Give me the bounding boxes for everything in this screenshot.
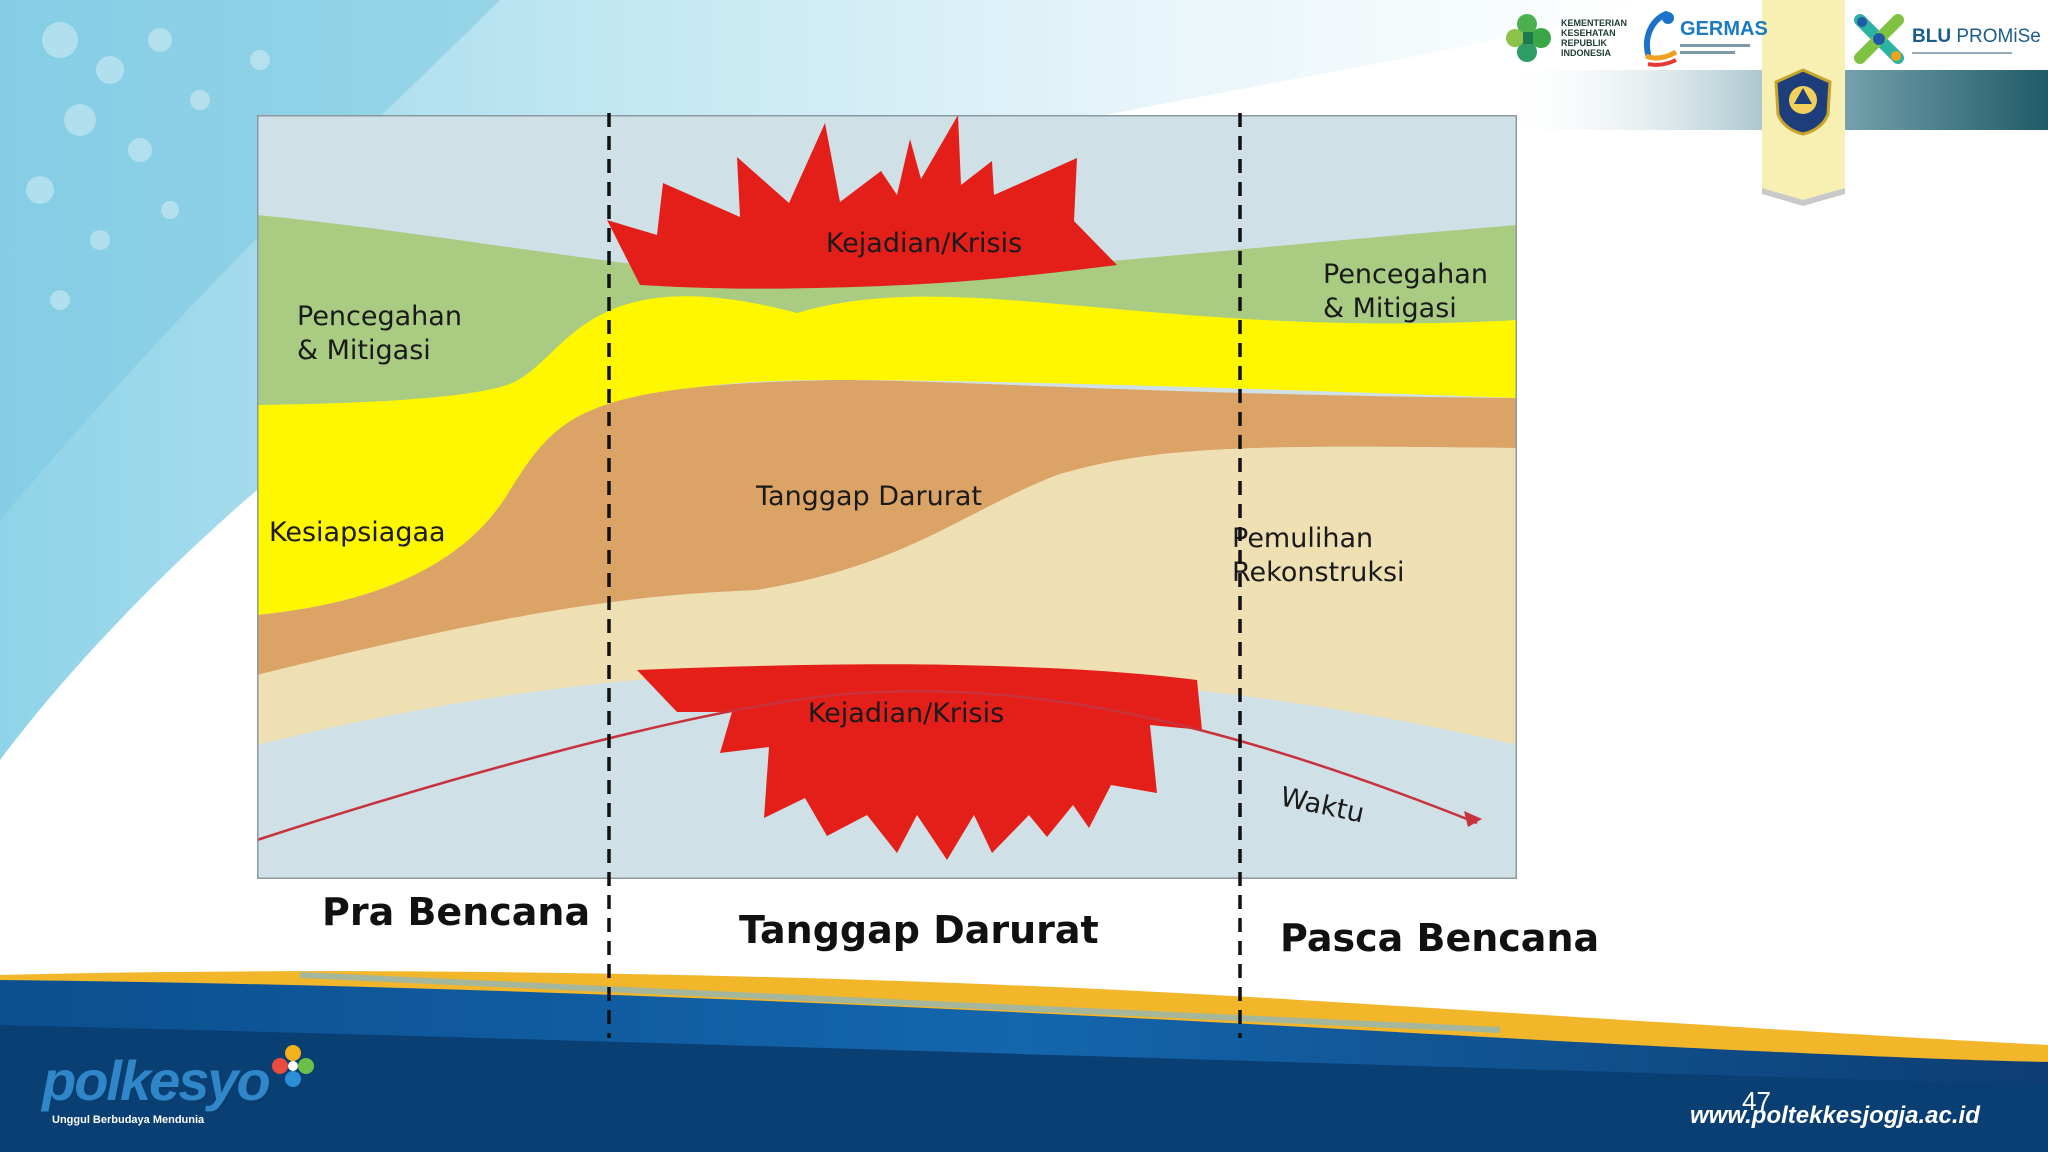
prevention-left-label-line2: & Mitigasi	[297, 335, 431, 366]
promise-cross-icon	[1854, 14, 1904, 64]
crisis-top-label: Kejadian/Krisis	[826, 228, 1022, 259]
divider-pre-response	[607, 113, 611, 1038]
polkesyo-flower-icon	[272, 1045, 314, 1087]
kemenkes-line-3: REPUBLIK	[1561, 38, 1608, 48]
kemenkes-line-1: KEMENTERIAN	[1561, 18, 1628, 28]
promise-text: PROMiSe	[1956, 26, 2041, 47]
crisis-burst-top	[607, 115, 1117, 289]
website-url[interactable]: www.poltekkesjogja.ac.id	[1690, 1102, 1980, 1129]
prevention-left-label-line1: Pencegahan	[297, 301, 462, 332]
crisis-burst-bottom	[637, 664, 1202, 860]
germas-figure-icon	[1644, 11, 1678, 67]
polkesyo-tagline: Unggul Berbudaya Mendunia	[52, 1114, 205, 1126]
response-band	[257, 380, 1517, 675]
institution-emblem	[1774, 68, 1832, 136]
crisis-bottom-label: Kejadian/Krisis	[808, 698, 1004, 729]
phase-post-label: Pasca Bencana	[1280, 916, 1600, 960]
page-number: 47	[1742, 1086, 1771, 1116]
blu-promise-logo: BLU PROMiSe	[1850, 8, 2048, 68]
blu-text: BLU	[1912, 26, 1952, 47]
kemenkes-line-2: KESEHATAN	[1561, 28, 1616, 38]
polkesyo-logo: polkesyo Unggul Berbudaya Mendunia	[42, 1045, 322, 1138]
recovery-label-line1: Pemulihan	[1232, 523, 1373, 554]
time-arrow-head	[1464, 811, 1482, 827]
kemenkes-logo: KEMENTERIAN KESEHATAN REPUBLIK INDONESIA	[1505, 8, 1635, 68]
disaster-cycle-diagram: Kejadian/Krisis Kejadian/Krisis Pencegah…	[257, 115, 1517, 879]
prevention-right-label-line2: & Mitigasi	[1323, 293, 1457, 324]
phase-response-label: Tanggap Darurat	[739, 908, 1099, 952]
phase-pre-label: Pra Bencana	[322, 890, 591, 934]
preparedness-label: Kesiapsiagaa	[269, 517, 446, 548]
time-arrow-line	[257, 689, 1478, 842]
response-label: Tanggap Darurat	[755, 481, 982, 512]
prevention-right-label-line1: Pencegahan	[1323, 259, 1488, 290]
kemenkes-leaf-icon	[1506, 14, 1551, 62]
germas-logo: GERMAS	[1636, 8, 1768, 68]
germas-text: GERMAS	[1680, 18, 1768, 40]
preparedness-band	[257, 296, 1517, 615]
recovery-band	[257, 446, 1517, 745]
recovery-label-line2: Rekonstruksi	[1232, 557, 1405, 588]
polkesyo-brand-text: polkesyo	[42, 1049, 271, 1112]
kemenkes-line-4: INDONESIA	[1561, 48, 1612, 58]
divider-response-post	[1238, 113, 1242, 1038]
